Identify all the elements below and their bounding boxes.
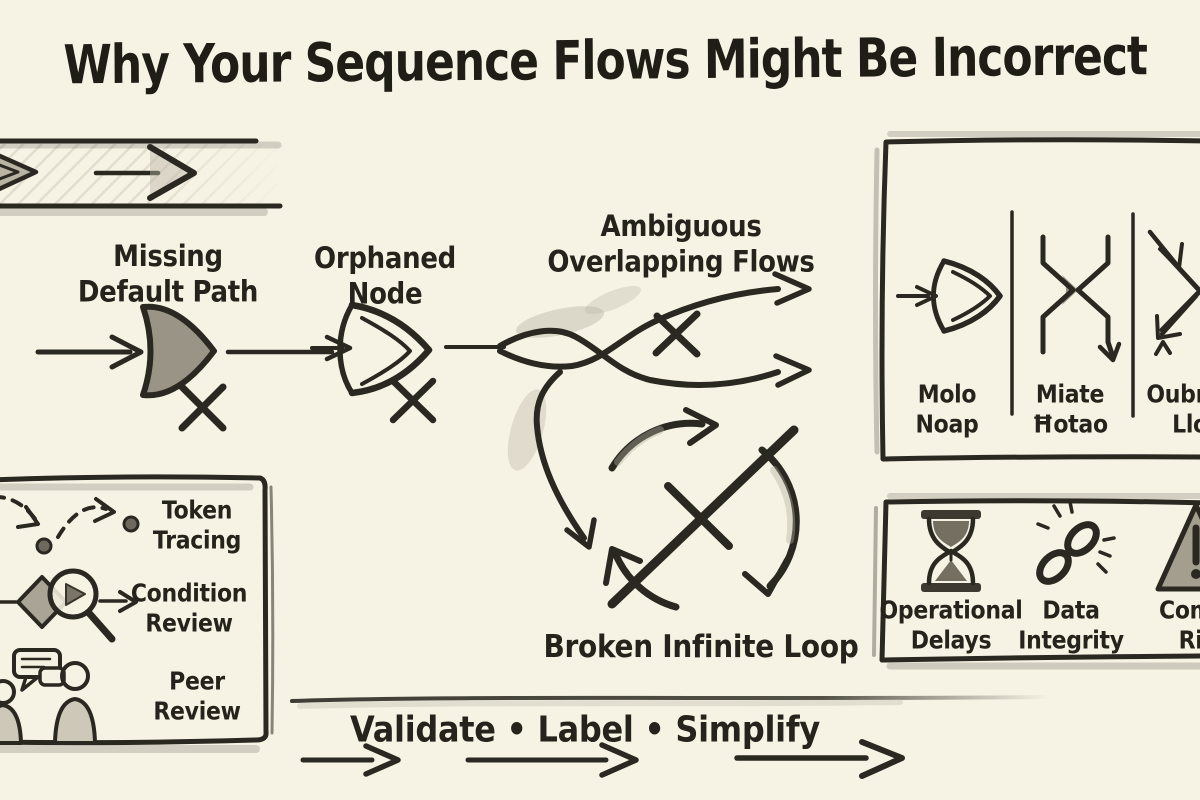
label-line: Delays	[910, 627, 992, 656]
condition-review-icon	[0, 568, 138, 643]
small-arrowhead-icon	[324, 334, 353, 362]
arrowhead-icon	[603, 546, 643, 586]
condition-review-label: Condition Review	[130, 580, 248, 640]
data-integrity-label: Data Integrity	[1018, 597, 1124, 657]
broken-chain-icon	[1036, 500, 1116, 585]
label-line: Operational	[879, 597, 1023, 625]
x-mark-icon	[178, 383, 227, 432]
peer-review-label: Peer Review	[153, 668, 241, 728]
ambiguous-flows-label: Ambiguous Overlapping Flows	[547, 210, 815, 281]
label-line: Validate • Label • Simplify	[350, 708, 820, 751]
operational-delays-label: Operational Delays	[880, 597, 1023, 657]
label-line: Compl	[1159, 597, 1200, 625]
banner-right-arrow-icon	[93, 144, 197, 201]
ambiguous-flows-figure	[497, 271, 812, 550]
top-banner	[0, 138, 290, 216]
arrowhead-icon	[564, 517, 597, 550]
label-line: Token	[161, 497, 233, 525]
arrowhead-icon	[772, 271, 812, 306]
label-line: Review	[153, 698, 241, 727]
warning-triangle-icon	[1155, 502, 1200, 592]
label-line: Miate	[1035, 381, 1105, 409]
label-line: Broken Infinite Loop	[543, 628, 859, 665]
label-line: Condition	[130, 580, 248, 608]
small-arrowhead-icon	[109, 334, 144, 370]
broken-loop-figure	[603, 407, 800, 611]
banner-partial-arrow-icon	[0, 153, 39, 192]
missing-default-path-label: Missing Default Path	[77, 240, 259, 311]
label-line: Tracing	[152, 527, 242, 556]
arrowhead-icon	[773, 353, 812, 388]
orphaned-node-figure	[310, 301, 506, 424]
legend-panel-box	[873, 131, 1200, 462]
review-panel-box	[0, 474, 275, 753]
label-line: Node	[347, 277, 423, 312]
label-line: Integrity	[1018, 627, 1124, 656]
label-line: Overlapping Flows	[547, 245, 815, 280]
merging-arrows-icon	[1147, 229, 1200, 356]
filled-arrowhead-icon	[140, 303, 217, 399]
footer-arrow-icon	[465, 742, 639, 778]
label-line: Oubnig	[1146, 381, 1200, 409]
label-line: Orphaned	[314, 242, 456, 276]
legend-item-2-label: Miate Ħotao	[1032, 381, 1108, 441]
chevron-node-icon	[337, 301, 433, 397]
label-line: Ambiguous	[600, 210, 762, 244]
chevron-arrow-icon	[896, 258, 1003, 334]
legend-item-3-label: Oubnig Llo	[1146, 381, 1200, 441]
label-line: Data	[1042, 597, 1100, 625]
arrowhead-icon	[683, 407, 719, 446]
page-title: Why Your Sequence Flows Might Be Incorre…	[63, 25, 1148, 97]
token-tracing-label: Token Tracing	[153, 497, 241, 557]
label-line: Review	[145, 610, 233, 639]
footer-flow	[290, 695, 1048, 779]
colliding-arrows-icon	[1040, 234, 1122, 363]
broken-infinite-loop-label: Broken Infinite Loop	[543, 628, 858, 666]
missing-default-path-figure	[35, 303, 335, 432]
footer-motto-label: Validate • Label • Simplify	[350, 708, 820, 752]
label-line: Ħotao	[1032, 411, 1108, 440]
peer-review-icon	[0, 648, 97, 745]
arrowhead-icon	[742, 557, 790, 597]
compliance-risk-label: Compl Ris	[1159, 597, 1200, 657]
label-line: Peer	[169, 668, 225, 696]
risk-panel-box	[872, 493, 1200, 670]
x-mark-icon	[389, 377, 437, 424]
orphaned-node-label: Orphaned Node	[314, 242, 456, 313]
label-line: Missing	[113, 240, 223, 274]
label-line: Ris	[1178, 627, 1200, 656]
token-tracing-icon	[0, 495, 140, 555]
label-line: Noap	[915, 411, 979, 440]
footer-arrow-icon	[300, 743, 401, 777]
label-line: Molo	[917, 381, 977, 409]
x-mark-icon	[652, 310, 701, 358]
label-line: Llo	[1172, 411, 1200, 440]
hourglass-icon	[921, 510, 981, 592]
cross-stroke-icon	[664, 482, 733, 550]
legend-item-1-label: Molo Noap	[916, 381, 979, 441]
label-line: Default Path	[77, 275, 259, 310]
footer-arrow-icon	[734, 739, 905, 779]
